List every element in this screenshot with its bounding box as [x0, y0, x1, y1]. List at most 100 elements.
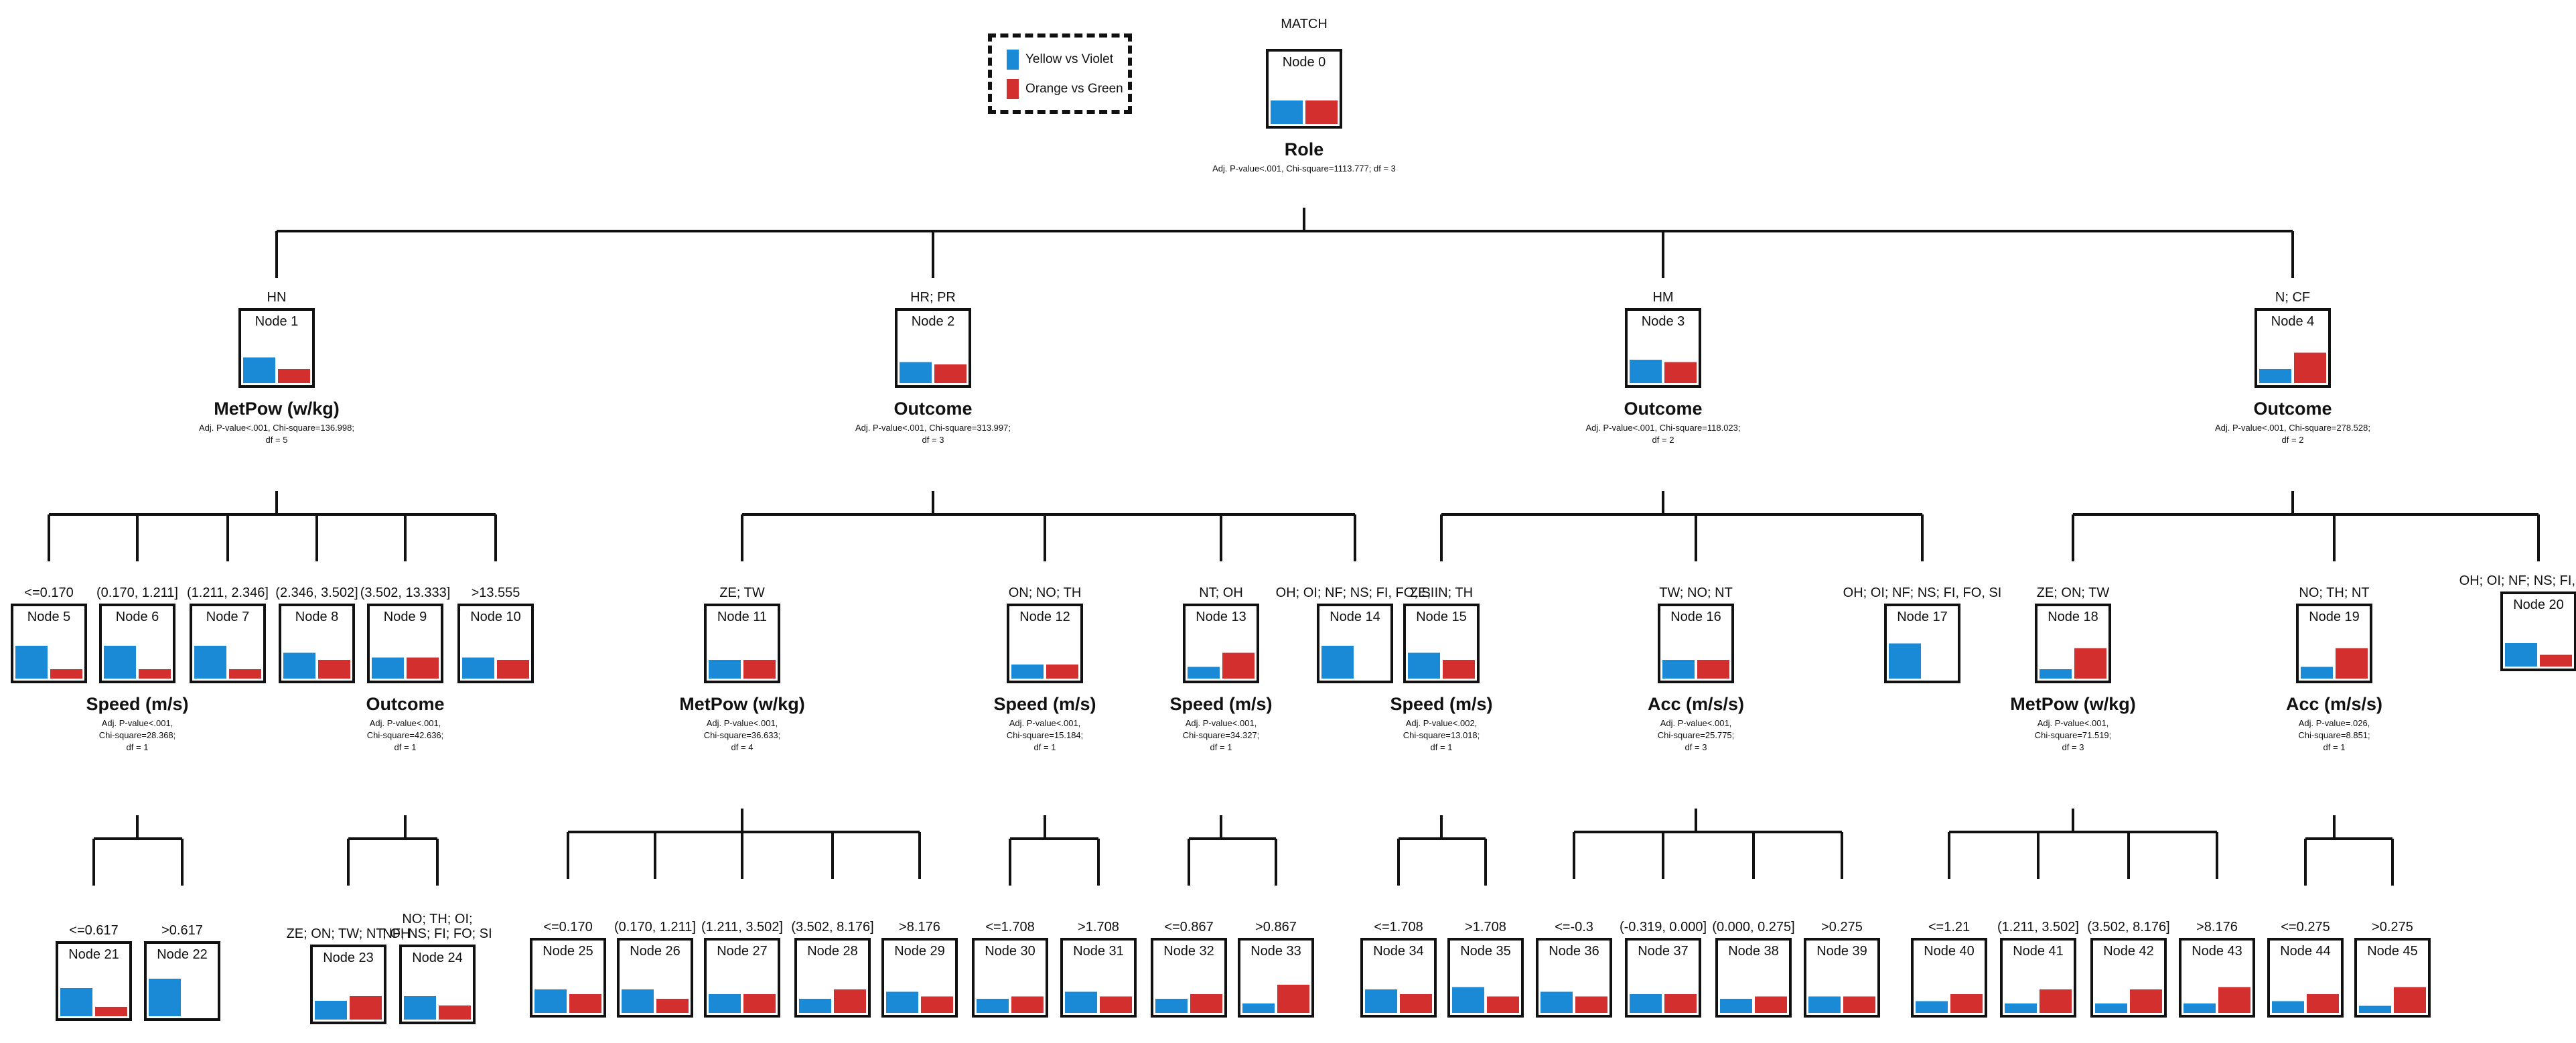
branch-label: NO; TH; NT [2299, 585, 2369, 600]
bar-orange-vs-green [569, 994, 601, 1013]
split-variable: Role [1285, 139, 1324, 159]
node-title: Node 18 [2048, 610, 2098, 624]
bar-yellow-vs-violet [1808, 996, 1841, 1013]
bar-yellow-vs-violet [372, 657, 404, 679]
split-statistic: df = 4 [731, 742, 754, 752]
split-statistic: Adj. P-value<.001, [707, 718, 778, 728]
split-statistic: Adj. P-value<.001, [1186, 718, 1257, 728]
node-title: Node 0 [1283, 55, 1326, 70]
split-statistic: Chi-square=36.633; [704, 730, 781, 740]
branch-label: OH; OI; NF; NS; FI, FO, SI [1843, 585, 2002, 600]
node-title: Node 11 [717, 610, 767, 624]
bar-orange-vs-green [2130, 989, 2162, 1013]
split-statistic: Chi-square=15.184; [1007, 730, 1084, 740]
branch-label: (-0.319, 0.000] [1620, 920, 1707, 934]
node-title: Node 10 [470, 610, 521, 624]
node-title: Node 21 [68, 947, 119, 962]
node-title: Node 35 [1460, 944, 1511, 959]
bar-orange-vs-green [50, 669, 82, 679]
bar-yellow-vs-violet [2272, 1001, 2304, 1013]
node-title: Node 22 [157, 947, 208, 962]
split-variable: Outcome [366, 694, 444, 714]
branch-label: ZE; ON; TW; NT; OH [287, 926, 411, 941]
split-statistic: df = 1 [395, 742, 417, 752]
split-statistic: df = 1 [1210, 742, 1232, 752]
node-title: Node 3 [1642, 314, 1685, 329]
bar-orange-vs-green [1277, 985, 1309, 1013]
split-statistic: Adj. P-value<.001, [370, 718, 441, 728]
node-title: Node 9 [384, 610, 427, 624]
split-variable: Speed (m/s) [86, 694, 188, 714]
split-statistic: df = 3 [1685, 742, 1707, 752]
branch-label: >0.275 [2372, 920, 2413, 934]
branch-label: N; CF [2275, 290, 2310, 305]
node-title: Node 43 [2192, 944, 2242, 959]
split-statistic: Chi-square=25.775; [1658, 730, 1735, 740]
legend-label: Orange vs Green [1025, 82, 1123, 96]
bar-orange-vs-green [1222, 652, 1255, 679]
node-title: Node 12 [1019, 610, 1070, 624]
bar-orange-vs-green [1400, 994, 1432, 1013]
split-statistic: Chi-square=71.519; [2035, 730, 2112, 740]
split-statistic: df = 1 [1034, 742, 1056, 752]
branch-label: NO; TH; OI; [402, 912, 472, 926]
split-variable: Outcome [1624, 399, 1702, 419]
branch-label: >8.176 [899, 920, 940, 934]
bar-orange-vs-green [1100, 996, 1132, 1013]
split-variable: Outcome [893, 399, 972, 419]
branch-label: (0.000, 0.275] [1712, 920, 1794, 934]
branch-label: (0.170, 1.211] [614, 920, 696, 934]
legend-item-orange-vs-green: Orange vs Green [1007, 79, 1123, 99]
node-title: Node 41 [2013, 944, 2064, 959]
bar-yellow-vs-violet [2259, 369, 2291, 383]
bar-yellow-vs-violet [1889, 643, 1921, 679]
branch-label: <=0.170 [24, 585, 73, 600]
tree-node-8: (2.346, 3.502]Node 8 [275, 585, 358, 683]
branch-label: <=0.617 [69, 923, 118, 938]
node-title: Node 29 [894, 944, 945, 959]
bar-orange-vs-green [2040, 989, 2072, 1013]
node-title: Node 17 [1897, 610, 1948, 624]
split-statistic: df = 2 [2282, 435, 2304, 445]
bar-orange-vs-green [229, 669, 261, 679]
tree-node-41: (1.211, 3.502]Node 41 [1997, 920, 2079, 1018]
node-title: Node 30 [985, 944, 1035, 959]
bar-orange-vs-green [1755, 996, 1787, 1013]
node-title: Node 8 [295, 610, 339, 624]
bar-yellow-vs-violet [1630, 994, 1662, 1013]
branch-label: NT; OH [1199, 585, 1243, 600]
branch-label: (3.502, 8.176] [2087, 920, 2169, 934]
branch-label: >8.176 [2196, 920, 2238, 934]
branch-label: (3.502, 8.176] [791, 920, 873, 934]
bar-orange-vs-green [2394, 987, 2426, 1013]
split-statistic: df = 2 [1652, 435, 1674, 445]
branch-label: OH; OI; NF; NS; FI, FO, SI [1276, 585, 1435, 600]
bar-yellow-vs-violet [1720, 999, 1752, 1013]
branch-label: >0.867 [1255, 920, 1297, 934]
branch-label: <=1.21 [1928, 920, 1970, 934]
node-title: Node 2 [912, 314, 955, 329]
node-title: Node 7 [206, 610, 250, 624]
bar-yellow-vs-violet [404, 996, 436, 1020]
bar-orange-vs-green [743, 660, 776, 679]
node-title: Node 16 [1670, 610, 1721, 624]
bar-yellow-vs-violet [709, 660, 741, 679]
bar-orange-vs-green [1697, 660, 1729, 679]
bar-orange-vs-green [497, 660, 529, 679]
node-title: Node 13 [1196, 610, 1246, 624]
node-title: Node 44 [2280, 944, 2331, 959]
bar-yellow-vs-violet [15, 646, 48, 679]
bar-yellow-vs-violet [2040, 669, 2072, 679]
bar-yellow-vs-violet [900, 362, 932, 383]
bar-yellow-vs-violet [2095, 1003, 2127, 1013]
split-variable: Speed (m/s) [993, 694, 1096, 714]
